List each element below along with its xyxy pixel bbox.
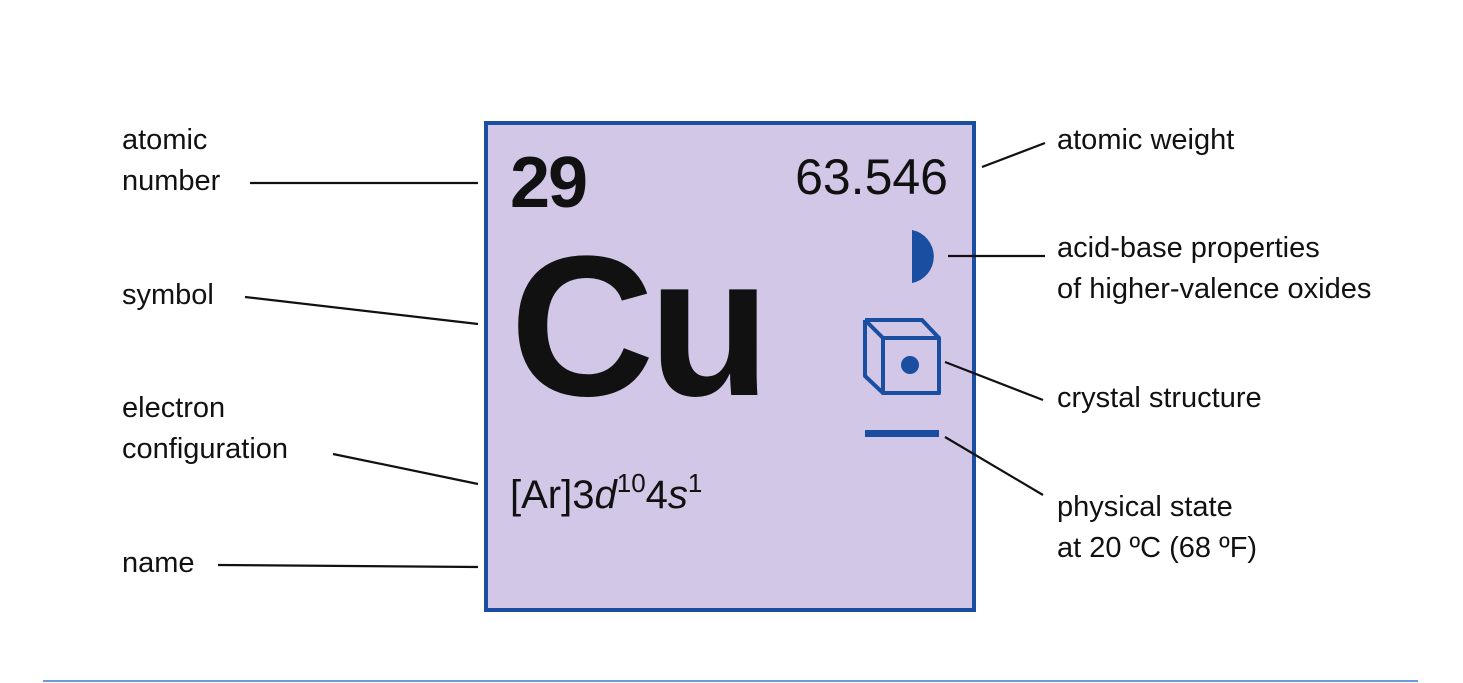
label-line: number [122,165,221,197]
label-line: acid-base properties [1057,232,1320,264]
leader-electron-configuration [332,452,479,486]
leader-crystal [944,360,1044,402]
label-name: name [122,547,195,579]
config-s: s [667,473,688,517]
leader-physical-state [944,436,1044,496]
leader-name [217,563,479,569]
config-s-exponent: 1 [687,468,703,498]
config-d-exponent: 10 [616,468,646,498]
config-4: 4 [645,473,668,517]
label-symbol: symbol [122,279,214,311]
label-electron-configuration: electron configuration [122,388,288,470]
leader-atomic-weight [981,141,1046,169]
bottom-divider [43,680,1418,682]
config-d: d [594,473,617,517]
label-atomic-number: atomic number [122,120,220,202]
label-line: electron [122,392,226,424]
label-atomic-weight: atomic weight [1057,124,1235,156]
label-crystal-structure: crystal structure [1057,382,1262,414]
half-circle-icon [912,230,934,283]
label-line: of higher-valence oxides [1057,273,1372,305]
leader-symbol [244,295,479,326]
config-core: [Ar]3 [510,473,595,517]
cube-icon [863,318,941,395]
atomic-weight: 63.546 [795,149,948,205]
label-acid-base: acid-base properties of higher-valence o… [1057,228,1371,310]
body-center-dot [901,356,919,374]
solid-state-bar-icon [865,430,939,437]
element-tile: 29 63.546 Cu [Ar]3d104s1 [484,121,976,612]
label-line: physical state [1057,491,1233,523]
label-line: atomic [122,124,208,156]
label-physical-state: physical state at 20 ºC (68 ºF) [1057,487,1257,569]
label-line: configuration [122,433,289,465]
label-line: at 20 ºC (68 ºF) [1057,532,1258,564]
element-symbol: Cu [510,215,771,438]
electron-configuration: [Ar]3d104s1 [510,465,702,525]
atomic-number: 29 [510,143,588,223]
